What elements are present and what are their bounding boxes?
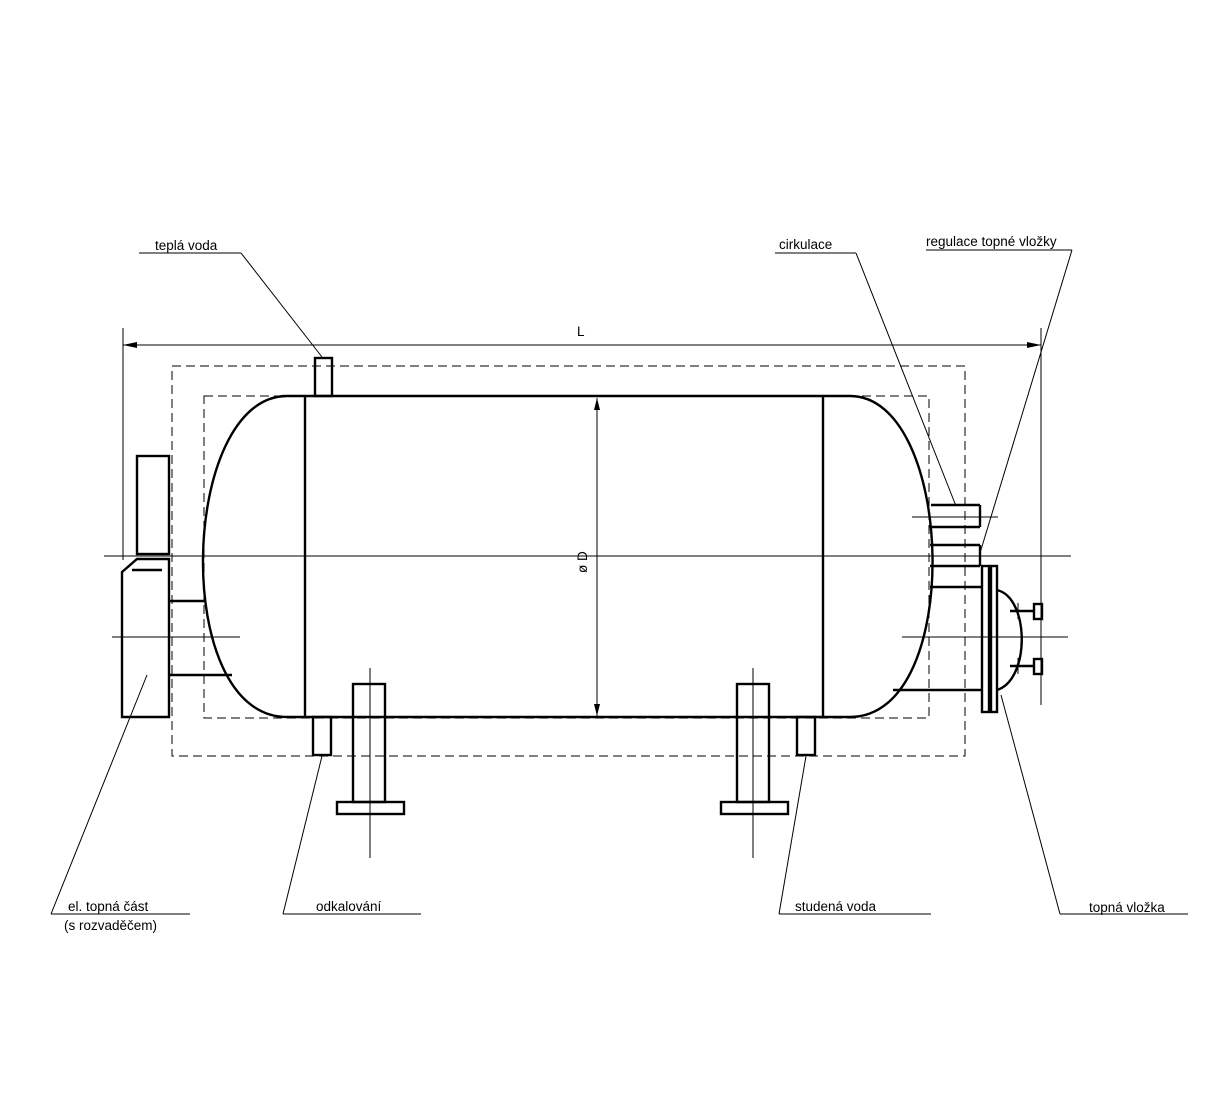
electric-heating-unit (120, 454, 232, 719)
label-circulation: cirkulace (779, 237, 832, 252)
cold-water-nozzle (795, 715, 817, 757)
label-cold-water: studená voda (795, 899, 877, 914)
circulation-nozzle (912, 503, 998, 529)
diameter-dimension (594, 398, 600, 716)
label-heating-insert: topná vložka (1089, 900, 1165, 915)
label-heating-insert-control: regulace topné vložky (926, 234, 1057, 249)
tank-shell (201, 394, 934, 719)
centerlines (104, 555, 1071, 858)
leader-lines (50, 249, 1188, 915)
saddle-support-left (335, 682, 406, 816)
label-length: L (577, 324, 585, 339)
clearance-outline (171, 365, 966, 757)
control-nozzle (930, 543, 982, 568)
label-electric-heating-part: el. topná část (68, 899, 149, 914)
saddle-support-right (719, 682, 790, 816)
drain-nozzle (311, 715, 333, 757)
heating-insert-flange (893, 564, 1044, 714)
label-drain: odkalování (316, 899, 382, 914)
label-diameter: ø D (575, 551, 590, 573)
label-hot-water: teplá voda (155, 238, 218, 253)
hot-water-nozzle (313, 356, 334, 398)
length-dimension (122, 328, 1042, 705)
label-electric-heating-part-note: (s rozvaděčem) (64, 918, 157, 933)
